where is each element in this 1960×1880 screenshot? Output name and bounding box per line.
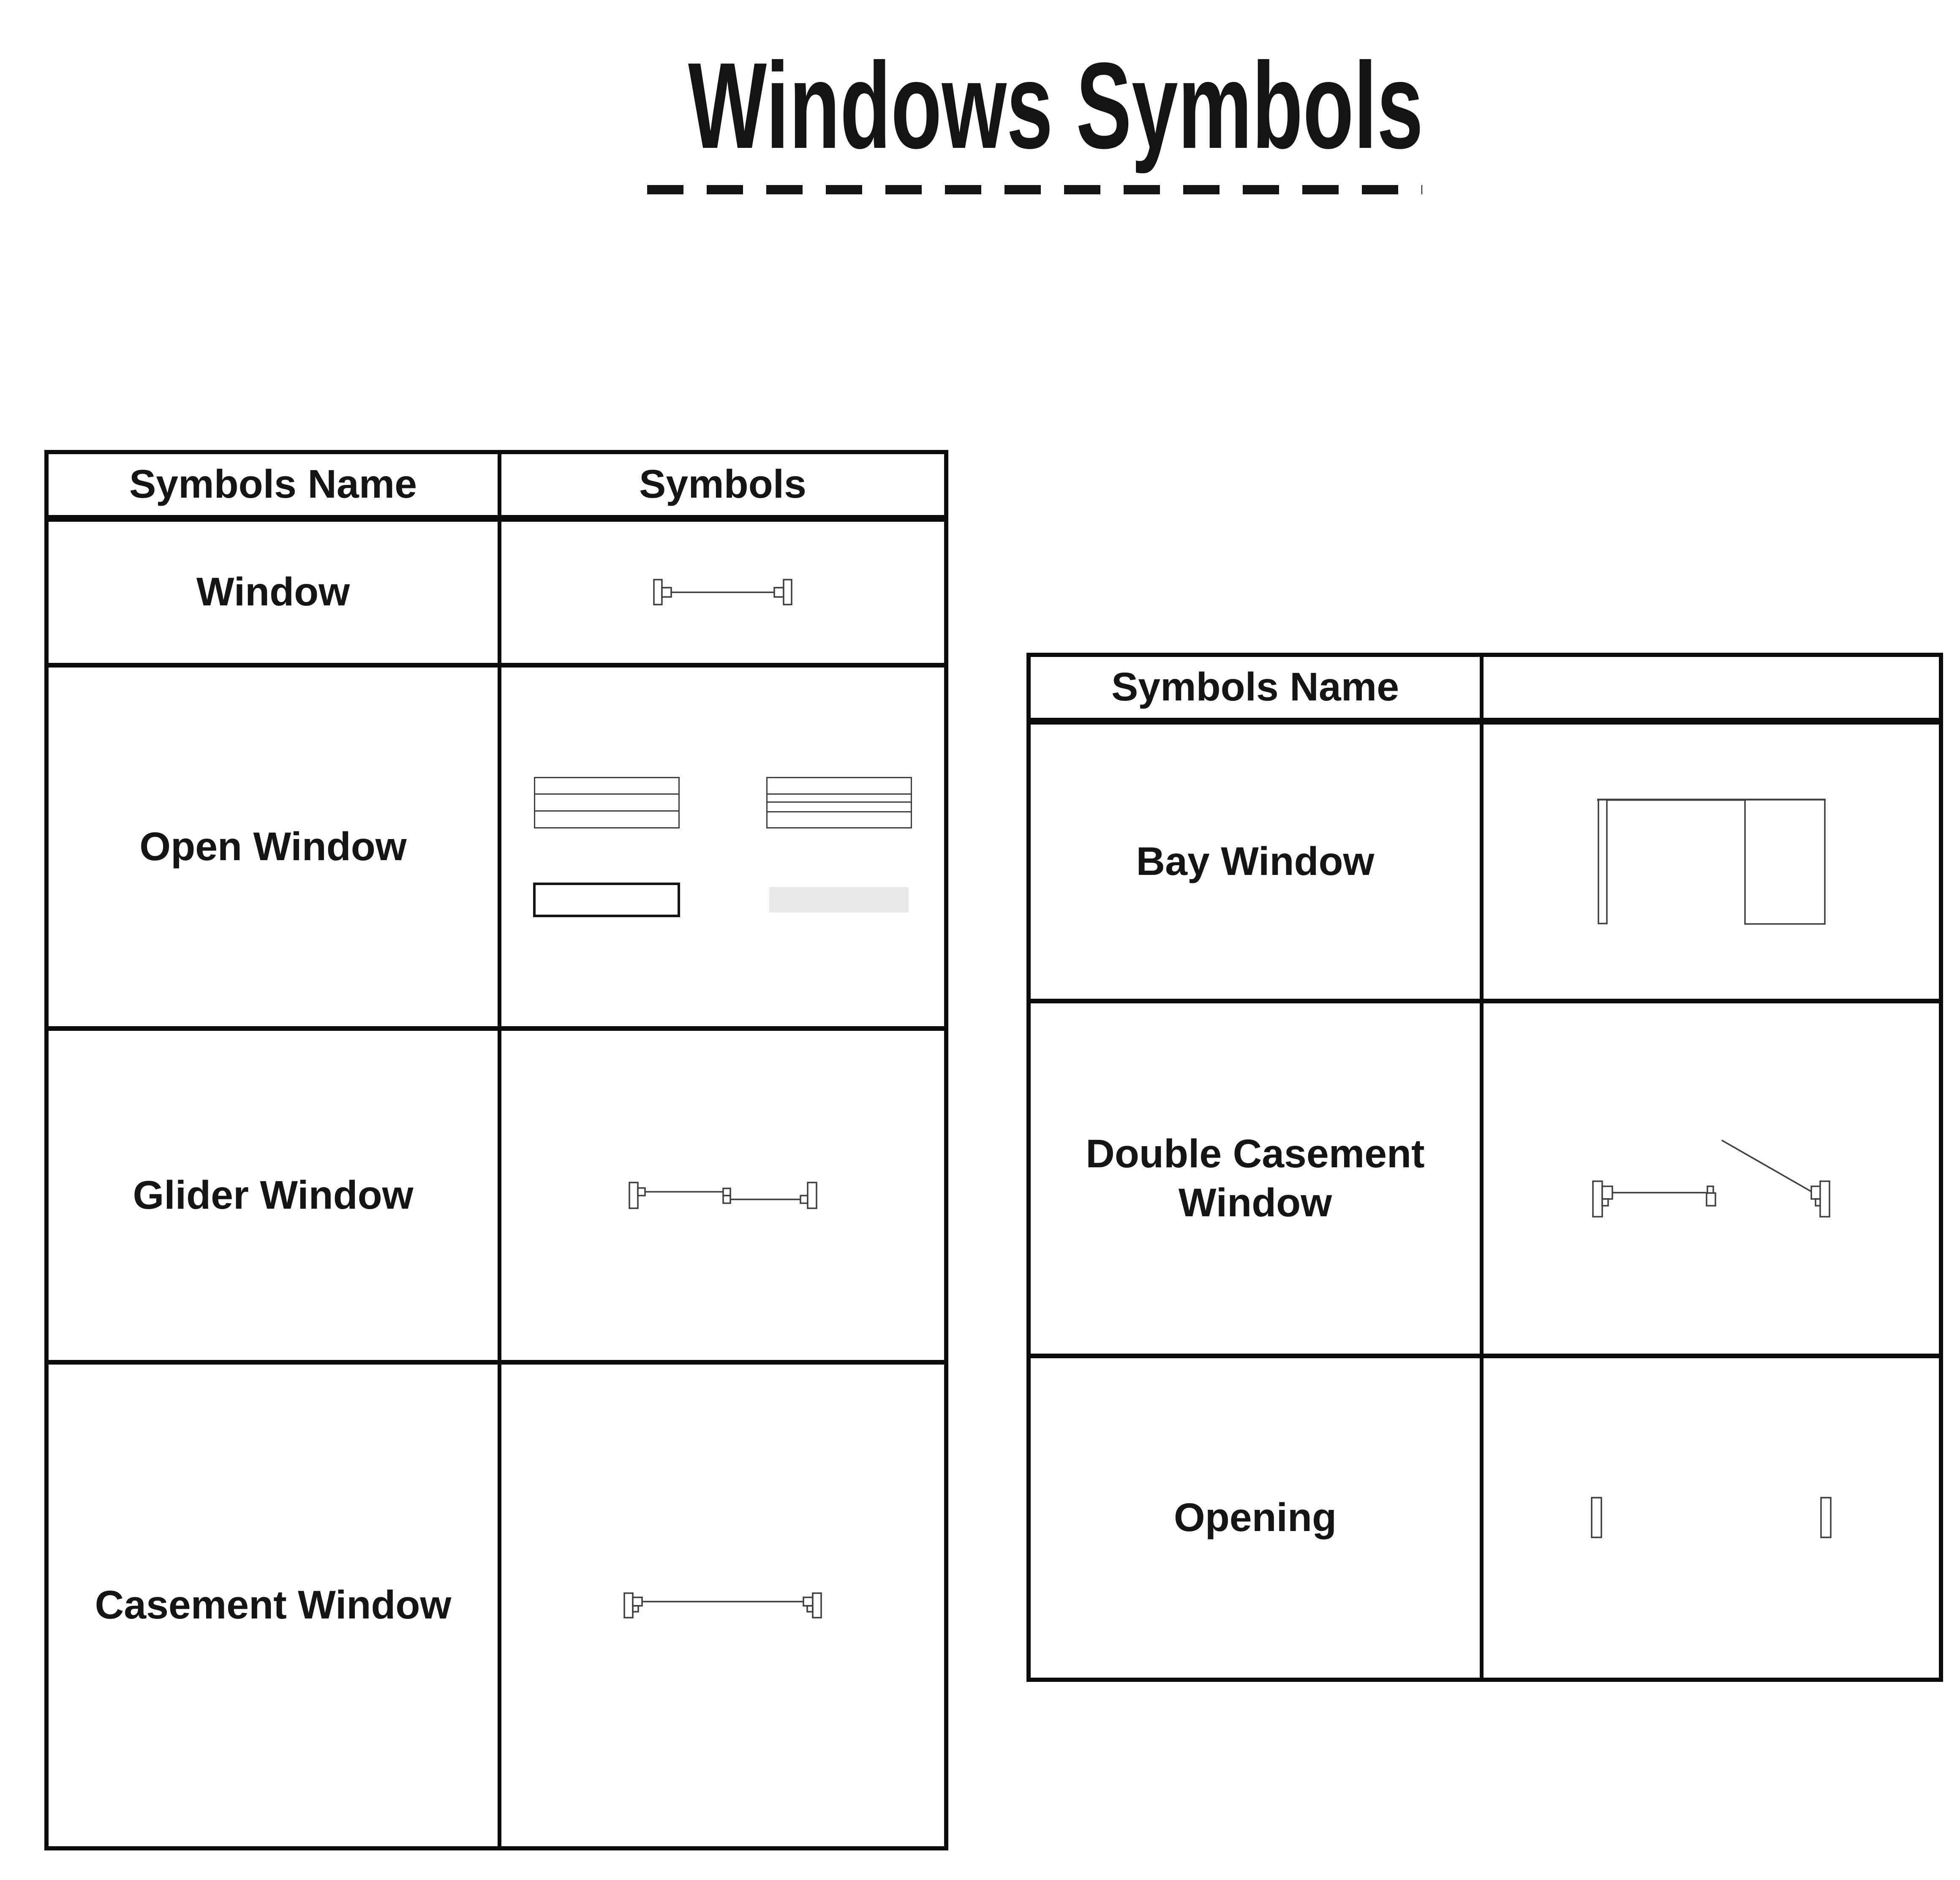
opening-plan-symbol [1591, 1497, 1832, 1538]
right-table-header-symbols [1484, 657, 1939, 725]
row-label: Window [196, 569, 350, 615]
row-double-casement-window-name: Double Casement Window [1031, 1003, 1484, 1358]
row-open-window-symbol-cell [501, 668, 944, 1031]
header-label: Symbols Name [129, 462, 417, 507]
left-symbols-table: Symbols Name Symbols Window Open Window [44, 450, 948, 1850]
open-window-striped-rect-icon [534, 777, 680, 828]
header-label: Symbols Name [1111, 665, 1399, 710]
row-casement-window-symbol-cell [501, 1365, 944, 1846]
row-label: Bay Window [1136, 839, 1375, 884]
open-window-striped-rect-thin-bands-icon [766, 777, 912, 828]
row-label: Casement Window [95, 1583, 452, 1628]
glider-window-plan-symbol [628, 1181, 817, 1209]
header-label: Symbols [639, 462, 806, 507]
row-window-name: Window [49, 522, 501, 668]
row-label: Glider Window [133, 1172, 414, 1218]
left-table-header-symbols: Symbols [501, 454, 944, 522]
open-window-plan-symbols [533, 777, 912, 917]
window-plan-symbol [653, 579, 792, 605]
double-casement-window-plan-symbol [1592, 1139, 1830, 1218]
row-opening-symbol-cell [1484, 1358, 1939, 1678]
row-open-window-name: Open Window [49, 668, 501, 1031]
page-title: Windows Symbols [688, 37, 1424, 174]
bay-window-plan-symbol [1597, 798, 1826, 925]
row-label: Opening [1173, 1495, 1337, 1540]
row-label: Double Casement Window [1086, 1131, 1425, 1225]
right-table-header-name: Symbols Name [1031, 657, 1484, 725]
row-double-casement-window-symbol-cell [1484, 1003, 1939, 1358]
open-window-outline-rect-icon [533, 882, 680, 917]
row-window-symbol-cell [501, 522, 944, 668]
left-table-header-name: Symbols Name [49, 454, 501, 522]
row-glider-window-symbol-cell [501, 1031, 944, 1365]
row-label: Open Window [139, 824, 407, 869]
right-symbols-table: Symbols Name Bay Window Double Casement … [1026, 653, 1943, 1682]
row-glider-window-name: Glider Window [49, 1031, 501, 1365]
row-opening-name: Opening [1031, 1358, 1484, 1678]
row-bay-window-symbol-cell [1484, 725, 1939, 1003]
row-casement-window-name: Casement Window [49, 1365, 501, 1846]
row-bay-window-name: Bay Window [1031, 725, 1484, 1003]
open-window-gray-rect-icon [769, 887, 909, 913]
casement-window-plan-symbol [623, 1592, 822, 1618]
title-dashed-underline [647, 185, 1422, 194]
